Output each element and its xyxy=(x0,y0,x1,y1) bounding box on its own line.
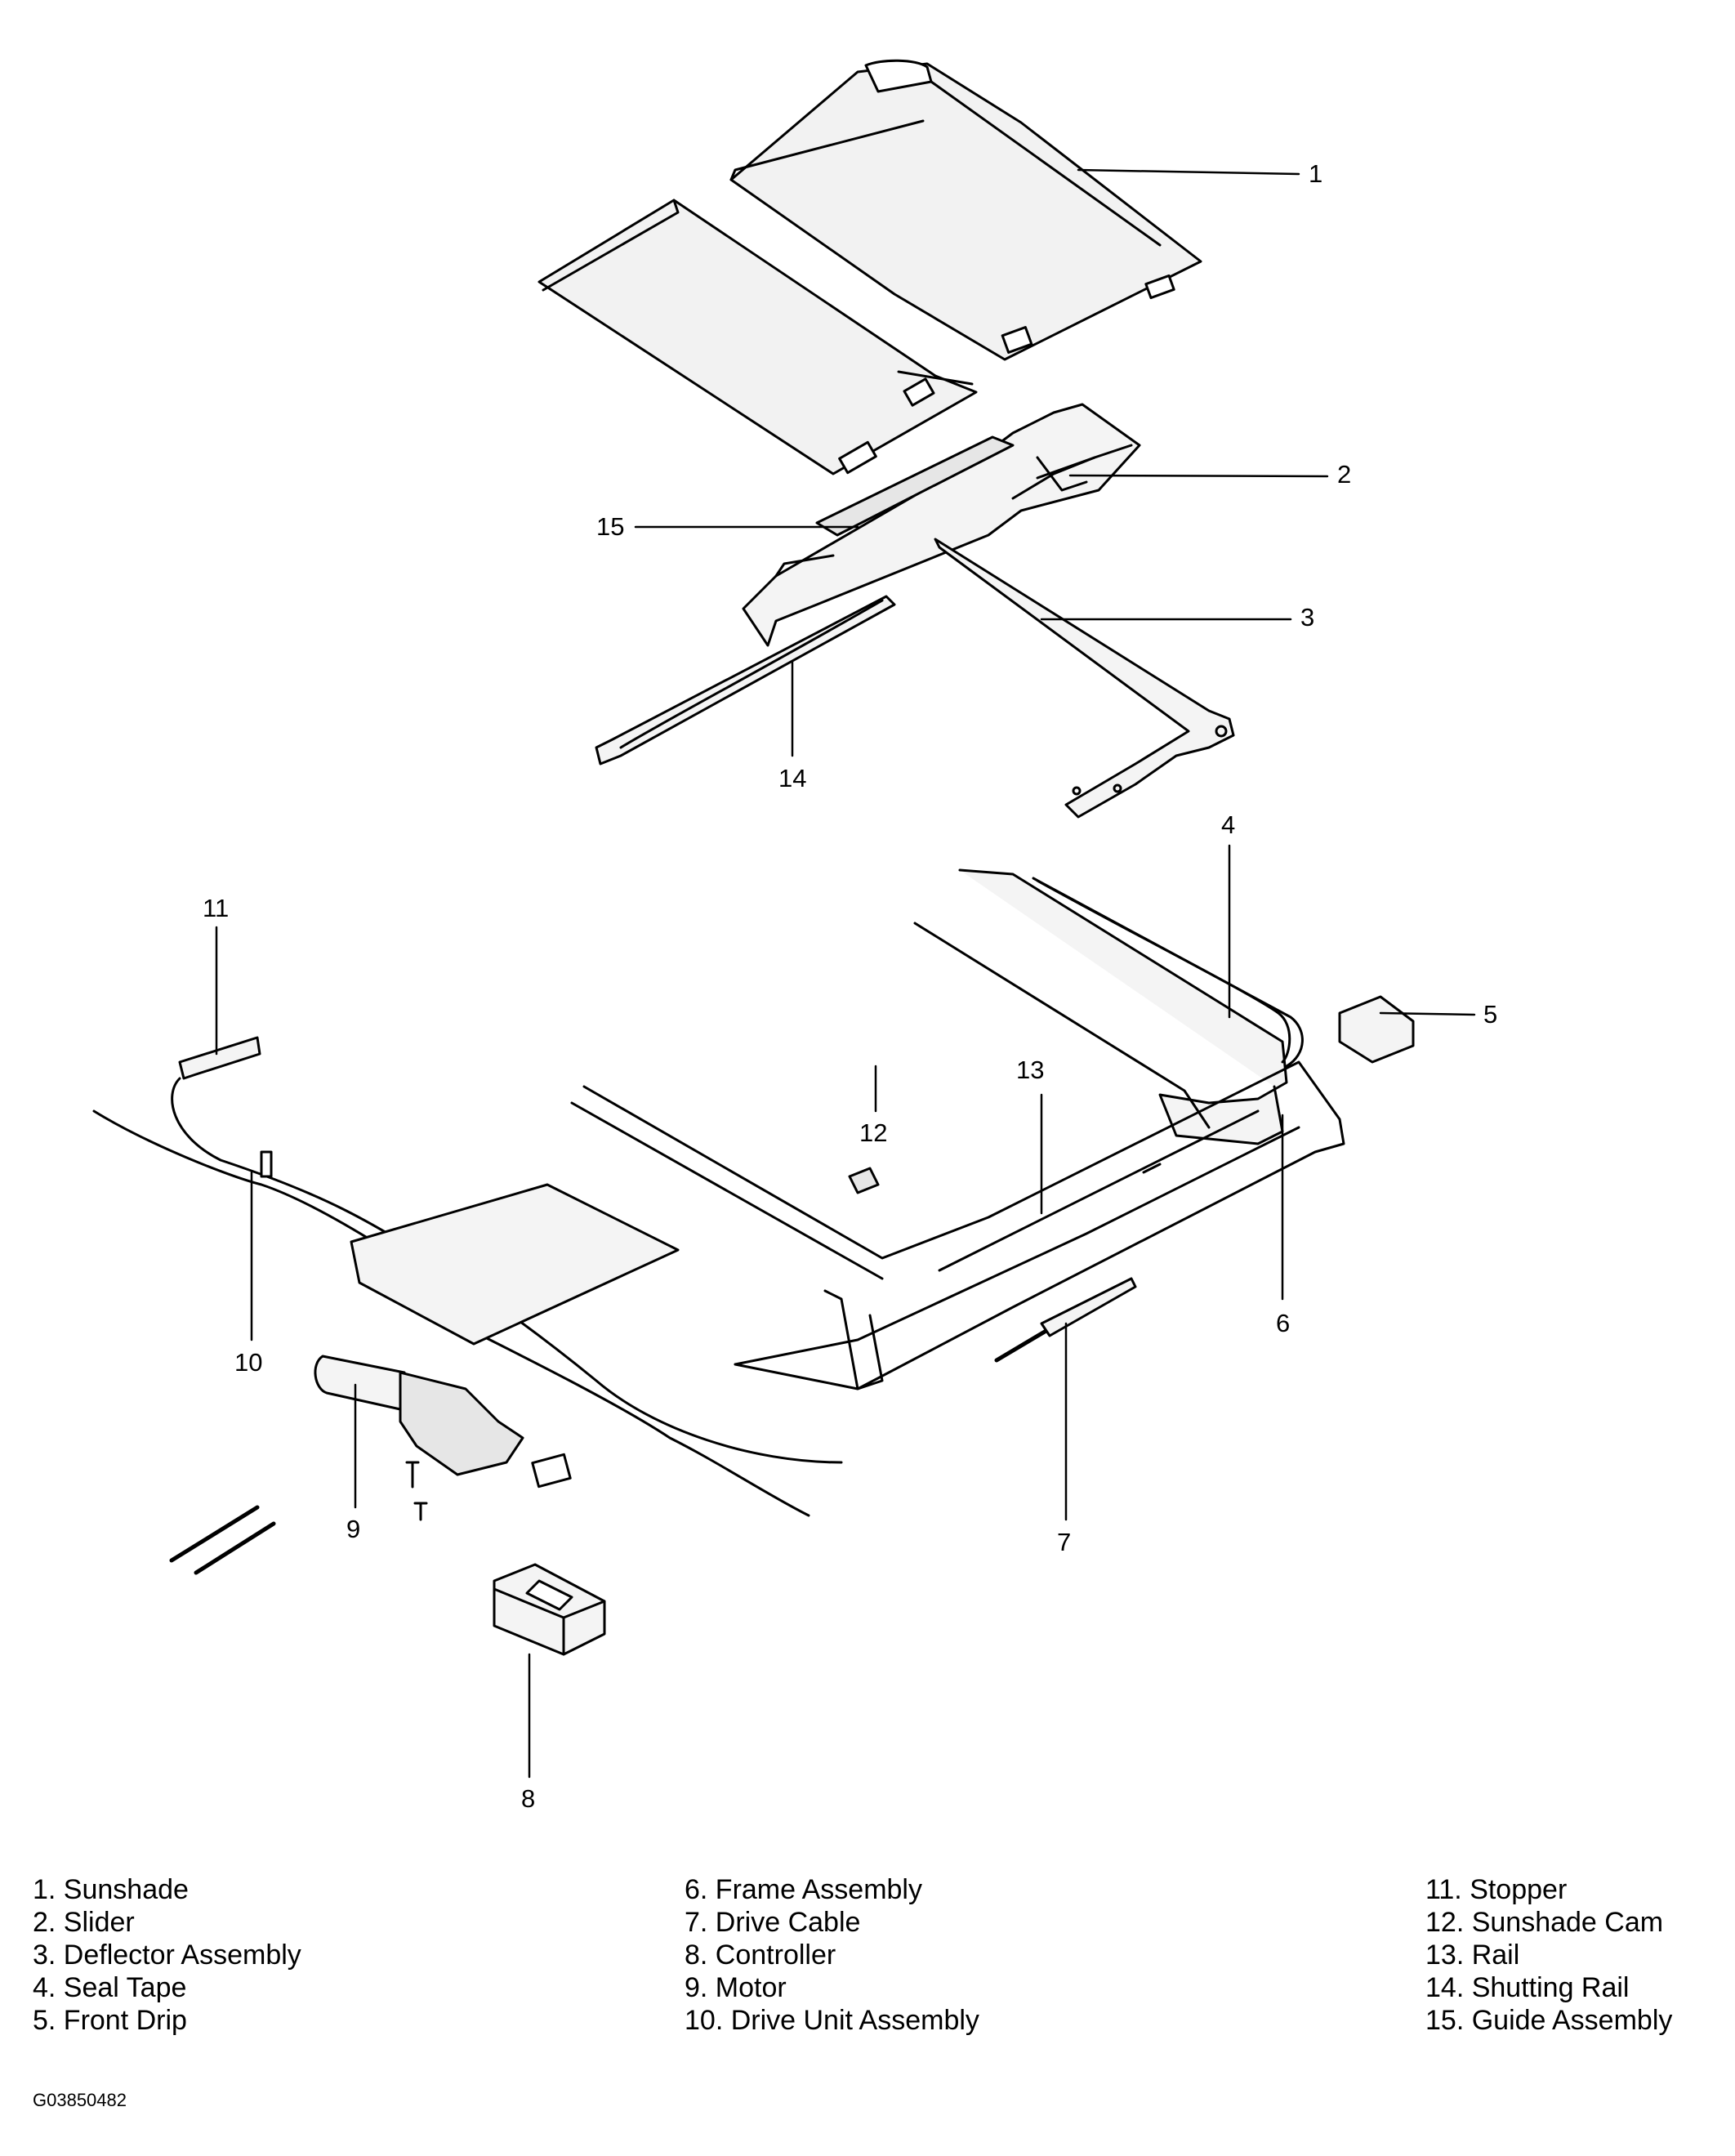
shutting-rail-part xyxy=(595,595,896,766)
callout-15: 15 xyxy=(596,512,624,541)
callout-14: 14 xyxy=(778,764,806,792)
legend-column-1: 1. Sunshade 2. Slider 3. Deflector Assem… xyxy=(33,1873,301,2037)
stopper-part xyxy=(178,1036,261,1080)
legend-item: 15. Guide Assembly xyxy=(1425,2005,1673,2036)
callout-12: 12 xyxy=(859,1118,887,1147)
legend-item: 4. Seal Tape xyxy=(33,1972,187,2003)
callout-13: 13 xyxy=(1016,1056,1044,1084)
figure-id: G03850482 xyxy=(33,2090,127,2110)
legend-column-2: 6. Frame Assembly 7. Drive Cable 8. Cont… xyxy=(685,1873,979,2037)
legend-column-3: 11. Stopper 12. Sunshade Cam 13. Rail 14… xyxy=(1425,1873,1672,2037)
motor-part xyxy=(314,1355,572,1489)
legend-item: 7. Drive Cable xyxy=(685,1907,861,1938)
callout-11: 11 xyxy=(203,894,229,922)
callout-8: 8 xyxy=(521,1784,535,1813)
slider-guide-part xyxy=(742,403,1141,647)
callout-4: 4 xyxy=(1221,810,1235,839)
callout-6: 6 xyxy=(1276,1309,1290,1337)
seal-tape-part xyxy=(1036,879,1291,1064)
legend-item: 8. Controller xyxy=(685,1940,836,1971)
callout-7: 7 xyxy=(1057,1528,1071,1556)
controller-part xyxy=(493,1563,606,1656)
legend-item: 12. Sunshade Cam xyxy=(1425,1907,1664,1938)
sunshade-part xyxy=(537,59,1202,475)
legend-item: 9. Motor xyxy=(685,1972,787,2003)
legend-item: 2. Slider xyxy=(33,1907,135,1938)
callout-2: 2 xyxy=(1337,460,1351,489)
legend-item: 10. Drive Unit Assembly xyxy=(685,2005,979,2036)
legend-item: 6. Frame Assembly xyxy=(685,1874,922,1905)
callout-5: 5 xyxy=(1483,1000,1497,1029)
legend-item: 14. Shutting Rail xyxy=(1425,1972,1630,2003)
sunshade-cam-part xyxy=(848,1167,880,1194)
callout-9: 9 xyxy=(346,1515,360,1543)
legend-item: 11. Stopper xyxy=(1425,1874,1568,1905)
deflector-assembly-part xyxy=(934,538,1235,819)
callout-10: 10 xyxy=(234,1348,262,1377)
legend-item: 1. Sunshade xyxy=(33,1874,189,1905)
drive-unit-assembly-part xyxy=(92,1077,843,1517)
screw-hardware xyxy=(169,1461,428,1575)
front-drip-part xyxy=(1338,995,1415,1064)
legend-item: 3. Deflector Assembly xyxy=(33,1940,301,1971)
callout-1: 1 xyxy=(1309,159,1322,188)
legend-item: 5. Front Drip xyxy=(33,2005,187,2036)
leader-lines xyxy=(215,168,1476,1779)
frame-assembly-part xyxy=(570,868,1345,1390)
legend-item: 13. Rail xyxy=(1425,1940,1520,1971)
drive-cable-part xyxy=(994,1277,1137,1363)
callout-3: 3 xyxy=(1300,603,1314,632)
